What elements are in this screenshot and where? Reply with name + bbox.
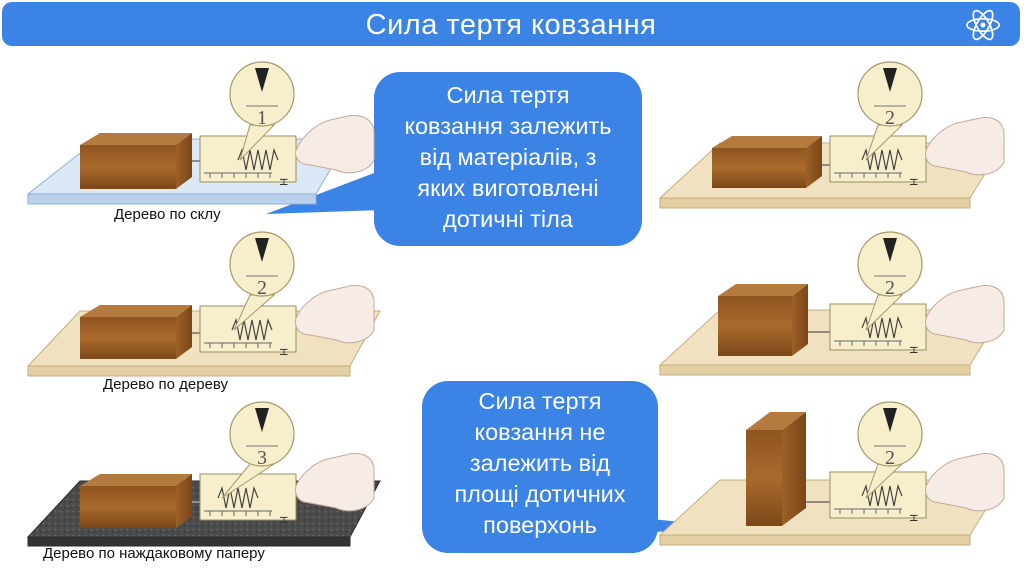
dial-callout: 2 <box>857 61 923 161</box>
dial-callout: 1 <box>229 61 295 161</box>
atom-icon <box>965 9 1001 41</box>
experiment-sandpaper: Н 3 <box>26 401 381 547</box>
dynamometer-unit: Н <box>277 348 289 356</box>
caption-wood-on-sandpaper: Дерево по наждаковому паперу <box>43 545 265 562</box>
dial-callout: 2 <box>229 231 295 331</box>
hand <box>925 453 1005 512</box>
wooden-block <box>712 136 822 188</box>
dial-reading: 2 <box>885 277 895 299</box>
title-bar: Сила тертя ковзання <box>2 2 1020 46</box>
dynamometer-unit: Н <box>277 516 289 524</box>
wooden-block <box>80 133 192 189</box>
dynamometer-unit: Н <box>907 178 919 186</box>
experiment-right-flat: Н 2 <box>658 61 1005 209</box>
wooden-block <box>80 474 192 528</box>
dial-reading: 3 <box>257 447 267 469</box>
dial-callout: 3 <box>221 401 295 499</box>
experiment-glass: Н 1 <box>26 61 375 205</box>
wooden-block <box>80 305 192 359</box>
hand <box>295 115 375 174</box>
dynamometer-unit: Н <box>907 346 919 354</box>
caption-wood-on-glass: Дерево по склу <box>114 206 221 223</box>
hand <box>295 285 375 344</box>
dynamometer: Н <box>199 473 297 524</box>
hand <box>925 285 1005 344</box>
bubble-text-area: Сила тертя ковзання не залежить від площ… <box>454 388 626 538</box>
dial-callout: 2 <box>857 231 923 331</box>
dial-reading: 2 <box>885 107 895 129</box>
caption-wood-on-wood: Дерево по дереву <box>103 376 229 393</box>
experiment-right-cube: Н 2 <box>658 231 1005 376</box>
wooden-block-upright <box>746 412 806 526</box>
slide-title: Сила тертя ковзання <box>365 9 657 41</box>
hand <box>295 453 375 512</box>
dial-reading: 2 <box>885 447 895 469</box>
dial-reading: 1 <box>257 107 267 129</box>
dynamometer-unit: Н <box>277 178 289 186</box>
experiment-right-edge: Н 2 <box>658 401 1005 546</box>
dial-reading: 2 <box>257 277 267 299</box>
bubble-text-material: Сила тертя ковзання залежить від матеріа… <box>404 82 612 232</box>
hand <box>925 117 1005 176</box>
dial-callout: 2 <box>857 401 923 499</box>
wooden-block-cube <box>718 284 808 356</box>
dynamometer-unit: Н <box>907 514 919 522</box>
experiment-wood: Н 2 <box>26 231 381 377</box>
